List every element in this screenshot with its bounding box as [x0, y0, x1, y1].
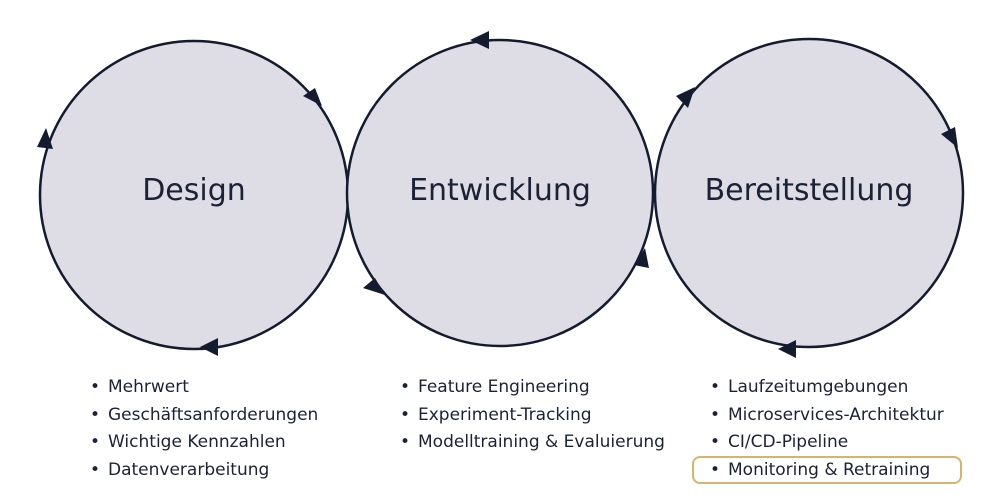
list-item: Experiment-Tracking — [398, 402, 665, 430]
stage-circle-entwicklung — [345, 38, 655, 348]
flow-arrow-icon — [941, 127, 958, 148]
stage-title-design: Design — [142, 173, 246, 208]
entwicklung-item-list: Feature Engineering Experiment-Tracking … — [398, 374, 665, 457]
flow-arrow-icon — [778, 340, 796, 358]
stage-title-bereitstellung: Bereitstellung — [705, 173, 914, 208]
list-item: Mehrwert — [88, 374, 318, 402]
list-item: Modelltraining & Evaluierung — [398, 429, 665, 457]
flow-arrow-icon — [37, 128, 53, 149]
list-item: Geschäftsanforderungen — [88, 402, 318, 430]
bereitstellung-item-list: Laufzeitumgebungen Microservices-Archite… — [708, 374, 944, 484]
flow-arrow-icon — [676, 87, 695, 108]
list-item: CI/CD-Pipeline — [708, 429, 944, 457]
list-item: Feature Engineering — [398, 374, 665, 402]
highlight-frame — [692, 456, 962, 484]
flow-arrow-icon — [200, 338, 218, 356]
list-item: Microservices-Architektur — [708, 402, 944, 430]
lifecycle-diagram: Design Entwicklung Bereitstellung — [37, 31, 965, 358]
stage-circle-bereitstellung — [653, 37, 965, 349]
list-item: Laufzeitumgebungen — [708, 374, 944, 402]
design-item-list: Mehrwert Geschäftsanforderungen Wichtige… — [88, 374, 318, 484]
flow-arrow-icon — [470, 31, 489, 49]
stage-title-entwicklung: Entwicklung — [409, 173, 591, 208]
list-item: Wichtige Kennzahlen — [88, 429, 318, 457]
list-item: Monitoring & Retraining — [708, 457, 944, 485]
flow-arrow-icon — [303, 88, 322, 106]
flow-arrow-icon — [634, 248, 649, 268]
flow-arrow-icon — [363, 278, 385, 295]
list-item: Datenverarbeitung — [88, 457, 318, 485]
